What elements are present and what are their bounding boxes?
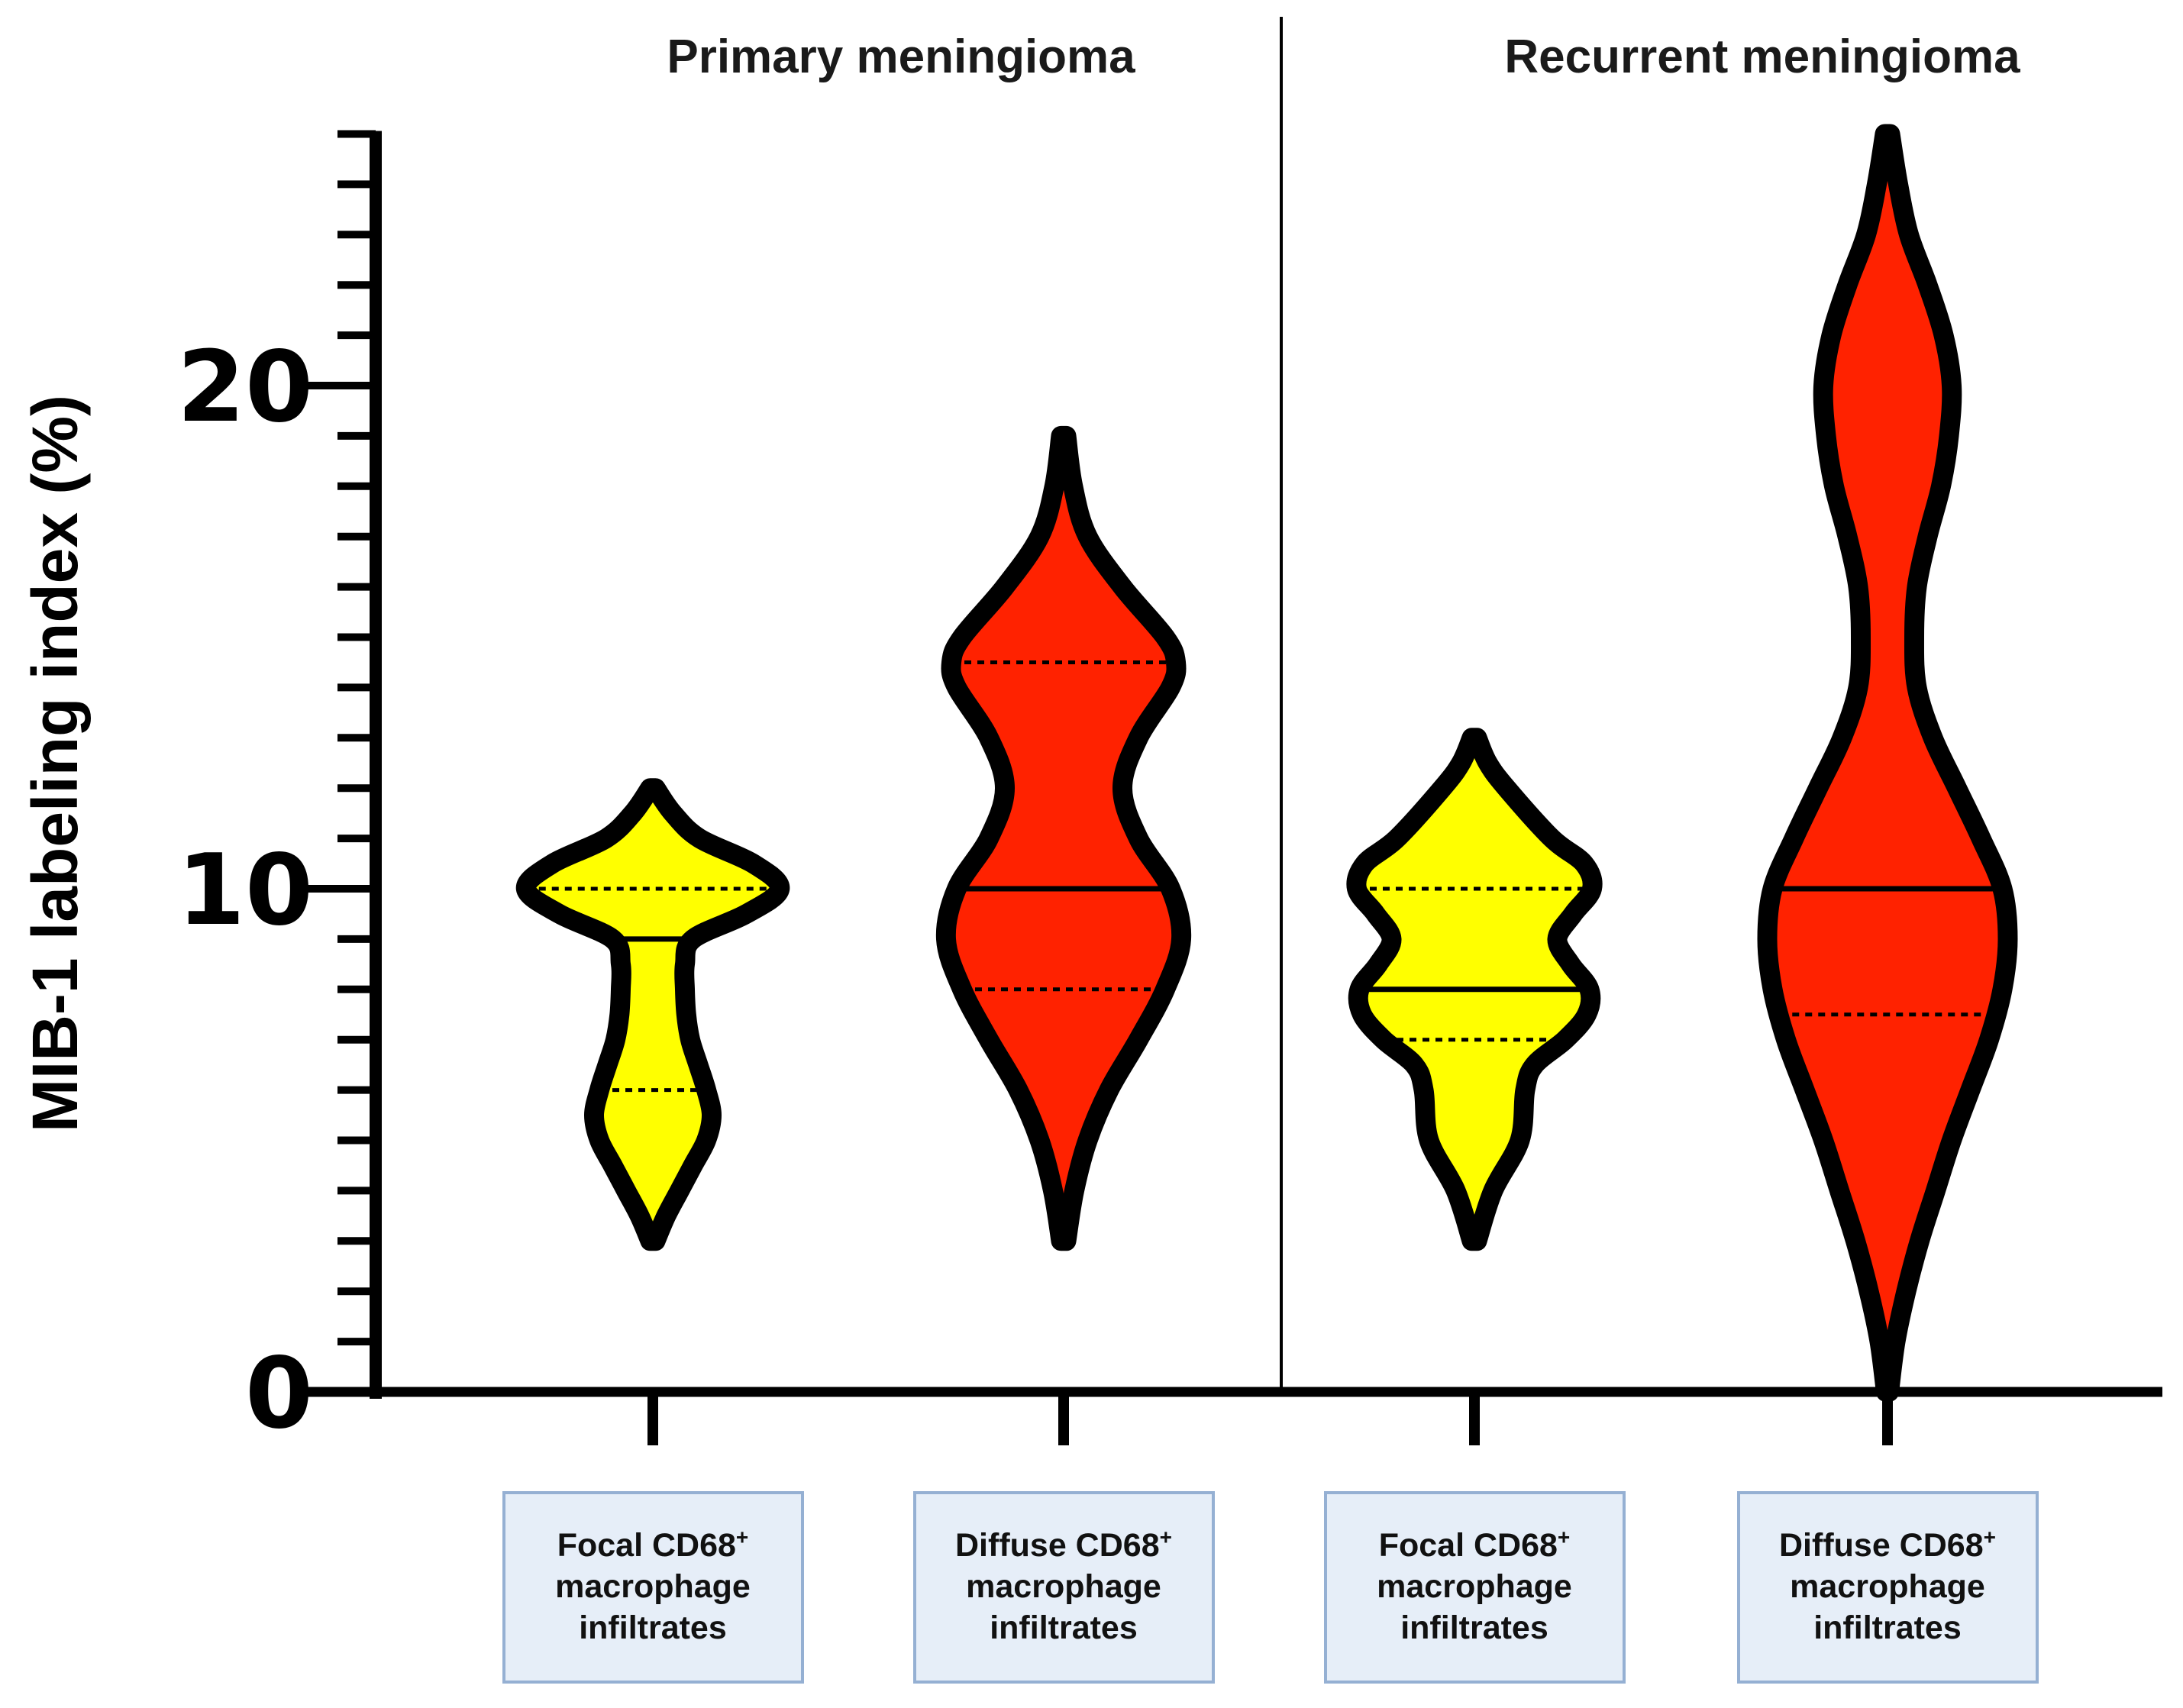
category-label-line: macrophage (555, 1568, 751, 1606)
category-label-superscript: + (735, 1526, 749, 1550)
category-label-text: Focal CD68 (557, 1527, 736, 1564)
category-label-superscript: + (1159, 1526, 1172, 1550)
category-label-line: Diffuse CD68+ (955, 1526, 1172, 1567)
category-label-superscript: + (1983, 1526, 1996, 1550)
panel-title: Primary meningioma (667, 31, 1135, 83)
y-tick-label: 20 (177, 331, 313, 444)
category-label-text: Diffuse CD68 (1779, 1527, 1984, 1564)
violin-body (935, 425, 1192, 1251)
category-label-line: Focal CD68+ (1379, 1526, 1571, 1567)
category-label-line: infiltrates (579, 1609, 727, 1646)
category-label-superscript: + (1557, 1526, 1571, 1550)
category-label-text: Diffuse CD68 (955, 1527, 1160, 1564)
y-tick-label: 10 (177, 834, 313, 948)
y-axis-title: MIB-1 labeling index (%) (19, 395, 91, 1132)
violins (515, 124, 2018, 1402)
panel-title: Recurrent meningioma (1504, 31, 2020, 83)
category-label-text: Focal CD68 (1378, 1527, 1558, 1564)
category-label-line: infiltrates (1400, 1609, 1548, 1646)
violin-body (515, 778, 790, 1251)
axes (303, 17, 2162, 1445)
category-label-line: macrophage (1790, 1568, 1985, 1606)
category-label-line: infiltrates (1813, 1609, 1962, 1646)
category-label-line: Focal CD68+ (557, 1526, 749, 1567)
category-label-line: macrophage (966, 1568, 1161, 1606)
category-label-line: macrophage (1377, 1568, 1572, 1606)
category-label-line: Diffuse CD68+ (1779, 1526, 1996, 1567)
category-label-line: infiltrates (990, 1609, 1138, 1646)
violin-body (1757, 124, 2018, 1402)
y-tick-label: 0 (245, 1337, 313, 1451)
